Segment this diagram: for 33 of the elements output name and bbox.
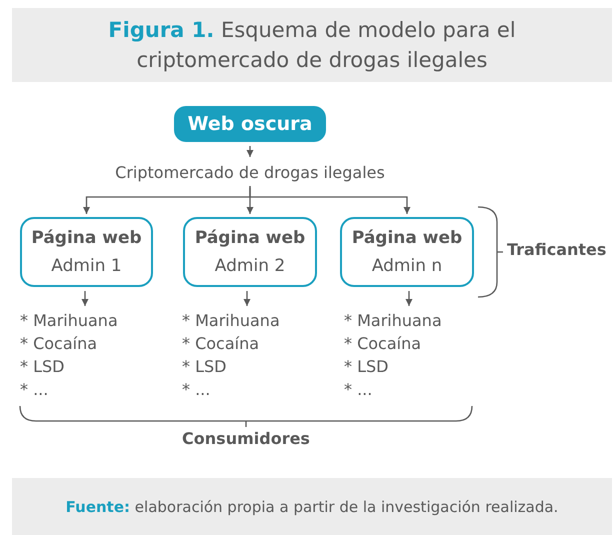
list-item: * LSD [20, 356, 64, 378]
figure-title: Figura 1. Esquema de modelo para el criptomercado de drogas ilegales [107, 17, 517, 74]
arrow [244, 291, 250, 306]
box-heading: Página web [352, 227, 462, 250]
list-item: * Cocaína [182, 333, 260, 355]
node-text: Criptomercado de drogas ilegales [115, 162, 385, 182]
list-item: * ... [20, 379, 48, 401]
list-item: * ... [344, 379, 372, 401]
node-text: Web oscura [188, 113, 312, 135]
arrow [246, 146, 254, 157]
list-item: * Cocaína [20, 333, 98, 355]
group-label: Traficantes [507, 240, 606, 259]
list-item: * LSD [182, 356, 226, 378]
arrow [249, 186, 410, 214]
node-text: Admin n [372, 255, 442, 278]
rounded-box [340, 217, 474, 287]
source-caption: Fuente: elaboración propia a partir de la investigación realizada. [66, 496, 558, 516]
list-item: * Cocaína [344, 333, 422, 355]
rounded-box [183, 217, 317, 287]
node-text: Admin 2 [214, 255, 286, 278]
box-heading: Página web [194, 227, 306, 250]
node-text: Admin 1 [51, 255, 122, 278]
list-item: * Marihuana [20, 310, 118, 332]
group-label: Consumidores [181, 429, 311, 448]
arrow [406, 291, 412, 306]
arrow [82, 291, 88, 306]
box-heading: Página web [31, 227, 142, 250]
list-item: * LSD [344, 356, 388, 378]
list-item: * Marihuana [344, 310, 442, 332]
rounded-box [174, 106, 326, 142]
list-item: * ... [182, 379, 210, 401]
list-item: * Marihuana [182, 310, 280, 332]
rounded-box [20, 217, 153, 287]
